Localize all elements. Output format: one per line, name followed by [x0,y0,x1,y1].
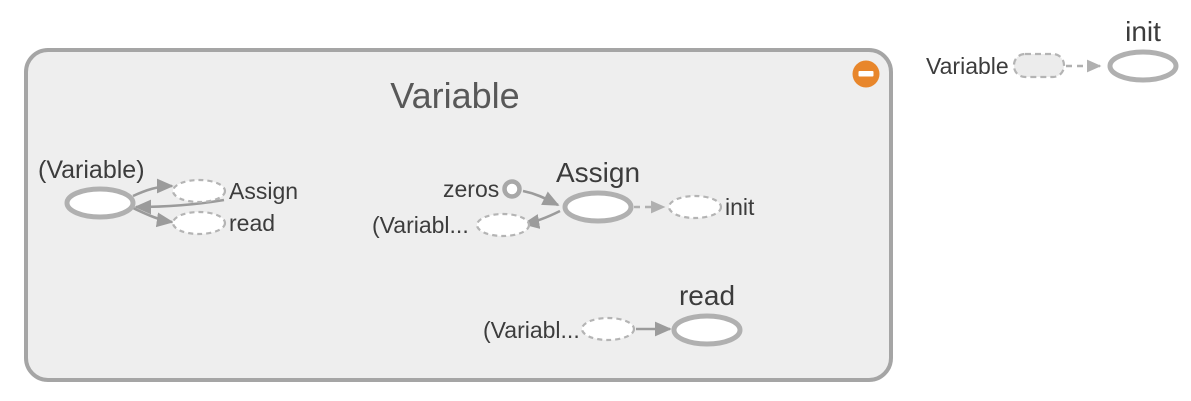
node-assign-ref[interactable] [171,178,227,204]
init-cluster: Variable init [926,16,1179,83]
label-variable-op: (Variable) [38,156,145,184]
minus-bar-icon [858,71,874,77]
edge-zeros-to-assign [522,189,560,207]
label-assign-op: Assign [556,157,640,188]
left-cluster: (Variable) Assign read [38,156,298,236]
node-init-ref-mid[interactable] [667,194,723,220]
edge-variable-to-assign [132,178,174,198]
label-zeros-const: zeros [443,176,499,202]
node-variable-ref-bottom[interactable] [580,316,636,342]
node-variable-group-ref[interactable] [1012,52,1066,79]
group-title: Variable [390,75,519,116]
node-read-ref[interactable] [171,210,227,236]
group-boundary[interactable] [24,48,893,382]
label-init-ref-mid: init [725,194,755,220]
node-variable-op[interactable] [64,186,136,220]
collapse-button[interactable] [852,60,880,88]
label-read-ref: read [229,210,275,236]
node-variable-ref-mid[interactable] [475,212,531,238]
node-init-op[interactable] [1107,49,1179,83]
node-zeros-const[interactable] [502,179,522,199]
label-variable-ref-bottom: (Variabl... [483,317,580,343]
node-read-op[interactable] [671,313,743,347]
edge-assign-to-variable [134,198,225,215]
node-assign-op[interactable] [562,190,634,224]
label-read-op: read [679,280,735,311]
assign-cluster: zeros (Variabl... Assign init [372,157,755,238]
label-variable-ref-mid: (Variabl... [372,212,469,238]
variable-group-container[interactable]: Variable [24,48,893,382]
label-variable-group-ref: Variable [926,53,1009,79]
label-assign-ref: Assign [229,178,298,204]
label-init-op: init [1125,16,1161,47]
read-cluster: (Variabl... read [483,280,743,347]
